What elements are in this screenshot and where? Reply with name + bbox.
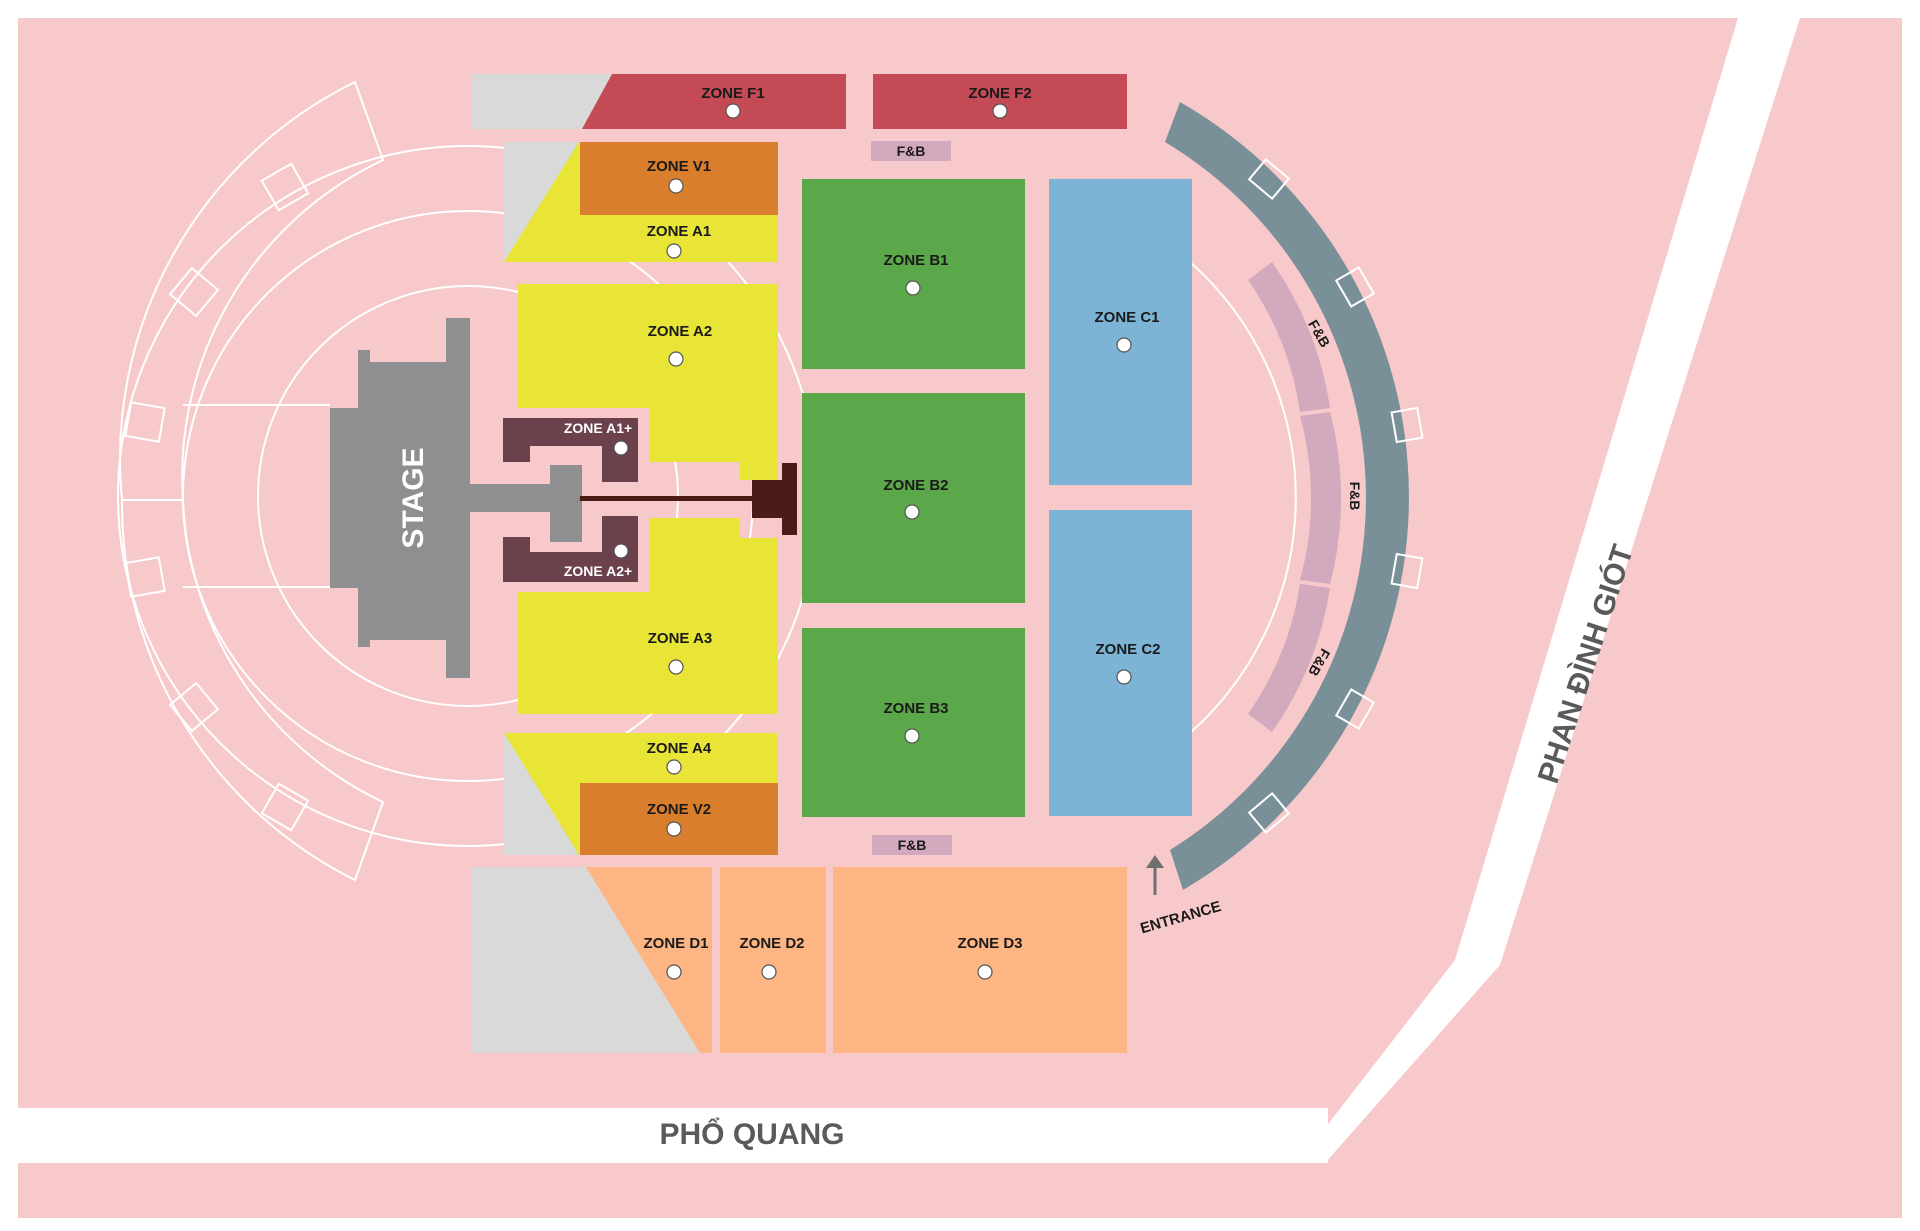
- zone-b1-marker[interactable]: [905, 280, 921, 296]
- fnb-right-middle-label: F&B: [1347, 482, 1363, 511]
- zone-a3[interactable]: [518, 518, 778, 714]
- catwalk: [580, 496, 755, 501]
- fnb-top[interactable]: [871, 141, 951, 161]
- zone-c1-label: ZONE C1: [1094, 309, 1159, 326]
- zone-d2-marker[interactable]: [761, 964, 777, 980]
- zone-d2-label: ZONE D2: [739, 935, 804, 952]
- zone-a1-marker[interactable]: [666, 243, 682, 259]
- fnb-bottom-label: F&B: [898, 837, 927, 853]
- zone-f2-marker[interactable]: [992, 103, 1008, 119]
- zone-b1-label: ZONE B1: [883, 252, 948, 269]
- zone-d3-label: ZONE D3: [957, 935, 1022, 952]
- zone-v1-marker[interactable]: [668, 178, 684, 194]
- fnb-bottom[interactable]: [872, 835, 952, 855]
- zone-d3[interactable]: [833, 867, 1127, 1053]
- road-label-pho-quang: PHỔ QUANG: [659, 1117, 844, 1151]
- stage: [330, 318, 582, 678]
- zone-c1[interactable]: [1049, 179, 1192, 485]
- stand-right-gates: [1247, 157, 1424, 835]
- road-bottom-strip: [18, 1108, 1328, 1163]
- zone-v2-marker[interactable]: [666, 821, 682, 837]
- zone-b3[interactable]: [802, 628, 1025, 817]
- zone-b3-label: ZONE B3: [883, 700, 948, 717]
- zone-d2[interactable]: [720, 867, 826, 1053]
- zone-f1[interactable]: [582, 74, 846, 129]
- zone-a1-plus-marker[interactable]: [613, 440, 629, 456]
- zone-v1[interactable]: [580, 142, 778, 215]
- zone-v2[interactable]: [580, 783, 778, 855]
- entrance-arrow: [1146, 855, 1164, 895]
- zone-v1-label: ZONE V1: [647, 158, 711, 175]
- zone-a1-label: ZONE A1: [647, 223, 711, 240]
- zone-b1[interactable]: [802, 179, 1025, 369]
- zone-d3-marker[interactable]: [977, 964, 993, 980]
- zone-a3-marker[interactable]: [668, 659, 684, 675]
- zone-b2-marker[interactable]: [904, 504, 920, 520]
- zone-c2-marker[interactable]: [1116, 669, 1132, 685]
- zone-a3-label: ZONE A3: [648, 630, 712, 647]
- zone-a1-plus[interactable]: [503, 418, 638, 482]
- zone-b2[interactable]: [802, 393, 1025, 603]
- stage-label: STAGE: [397, 447, 430, 548]
- zone-a2-label: ZONE A2: [648, 323, 712, 340]
- zone-f1-label: ZONE F1: [701, 85, 764, 102]
- zone-a2[interactable]: [518, 284, 778, 480]
- zone-c1-marker[interactable]: [1116, 337, 1132, 353]
- fnb-right-top[interactable]: [1248, 262, 1330, 412]
- zone-f1-marker[interactable]: [725, 103, 741, 119]
- zone-c2-label: ZONE C2: [1095, 641, 1160, 658]
- zone-d1-marker[interactable]: [666, 964, 682, 980]
- catwalk-end: [752, 463, 797, 535]
- zone-d1-label: ZONE D1: [643, 935, 708, 952]
- zone-a2-marker[interactable]: [668, 351, 684, 367]
- zone-d1-fill[interactable]: [586, 867, 712, 1053]
- zone-a4-label: ZONE A4: [647, 740, 712, 757]
- fnb-right-bottom[interactable]: [1248, 584, 1330, 732]
- zone-a4-marker[interactable]: [666, 759, 682, 775]
- zone-a2-plus[interactable]: [503, 516, 638, 582]
- zone-a1-plus-label: ZONE A1+: [564, 420, 632, 436]
- zone-c2[interactable]: [1049, 510, 1192, 816]
- fnb-top-label: F&B: [897, 143, 926, 159]
- zone-v2-label: ZONE V2: [647, 801, 711, 818]
- road-right: [1298, 18, 1800, 1163]
- fnb-right-middle[interactable]: [1300, 412, 1342, 584]
- zone-a2-plus-marker[interactable]: [613, 543, 629, 559]
- zone-b2-label: ZONE B2: [883, 477, 948, 494]
- zone-f2[interactable]: [873, 74, 1127, 129]
- zone-b3-marker[interactable]: [904, 728, 920, 744]
- zone-f2-label: ZONE F2: [968, 85, 1031, 102]
- zone-a2-plus-label: ZONE A2+: [564, 563, 632, 579]
